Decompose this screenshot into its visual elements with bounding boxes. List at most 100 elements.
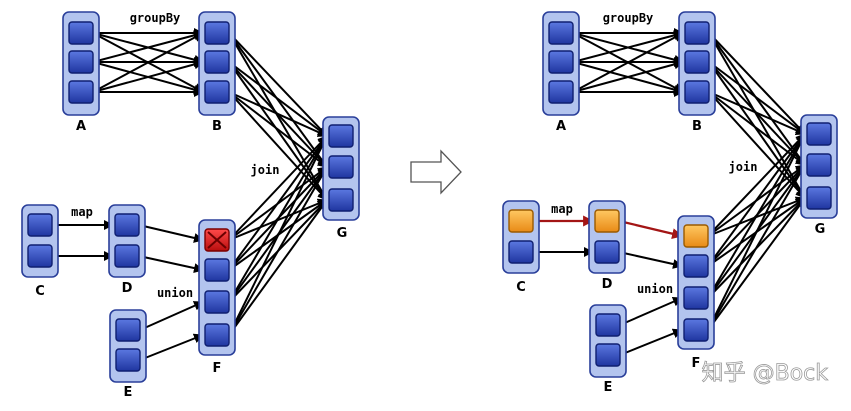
- partition: [683, 318, 709, 342]
- union-edge-e-f-right: [619, 297, 683, 326]
- join-edge-f-g-right: [707, 133, 806, 267]
- groupby-edge-left: [92, 59, 204, 93]
- join-edge-b-g-left: [228, 91, 328, 201]
- join-edge-b-g-left: [228, 61, 328, 201]
- rdd-d-right: [588, 200, 626, 274]
- union-edge-d-f-right: [618, 251, 683, 269]
- nodes-layer: [21, 11, 838, 383]
- union-edge-d-f-left: [138, 255, 204, 273]
- recomputed-partition: [508, 209, 534, 233]
- union-edge-e-f-left: [139, 301, 204, 331]
- partition: [204, 323, 230, 347]
- node-label-b-right: B: [692, 119, 702, 134]
- partition: [548, 21, 574, 45]
- partition: [204, 258, 230, 282]
- partition: [508, 240, 534, 264]
- join-edge-f-g-right: [707, 164, 806, 331]
- node-label-d-left: D: [122, 281, 133, 296]
- partition: [68, 21, 94, 45]
- rdd-f-left: [198, 219, 236, 356]
- partition: [204, 290, 230, 314]
- partition: [328, 155, 354, 179]
- rdd-c-left: [21, 204, 59, 278]
- partition: [68, 50, 94, 74]
- join-edge-b-g-right: [708, 91, 806, 166]
- join-edge-b-g-right: [708, 61, 806, 135]
- groupby-edge-right: [572, 30, 684, 63]
- partition: [68, 80, 94, 104]
- partition: [115, 318, 141, 342]
- watermark: 知乎 @Bock: [702, 361, 829, 386]
- node-label-c-right: C: [516, 280, 526, 295]
- join-edge-f-g-right: [707, 133, 806, 237]
- join-edge-b-g-left: [228, 32, 328, 137]
- partition: [115, 348, 141, 372]
- node-label-f-left: F: [213, 361, 222, 376]
- partition: [27, 213, 53, 237]
- node-label-a-left: A: [76, 119, 86, 134]
- rdd-f-right: [677, 215, 715, 350]
- partition: [806, 122, 832, 146]
- edges-layer: [52, 28, 806, 361]
- map-label-left: map: [71, 205, 93, 219]
- partition: [806, 153, 832, 177]
- groupby-edge-left: [92, 30, 204, 63]
- join-edge-f-g-right: [707, 133, 806, 331]
- partition: [204, 80, 230, 104]
- join-edge-b-g-left: [228, 91, 328, 137]
- rdd-e-left: [109, 309, 147, 383]
- rdd-d-left: [108, 204, 146, 278]
- join-edge-f-g-left: [228, 166, 328, 336]
- join-edge-f-g-right: [707, 197, 806, 331]
- rdd-a-left: [62, 11, 100, 116]
- rdd-e-right: [589, 304, 627, 378]
- node-label-f-right: F: [692, 356, 701, 371]
- union-edge-e-f-left: [139, 333, 204, 361]
- join-edge-b-g-right: [708, 32, 806, 135]
- union-label-left: union: [157, 286, 193, 300]
- node-label-d-right: D: [602, 277, 613, 292]
- partition: [594, 240, 620, 264]
- rdd-a-right: [542, 11, 580, 116]
- join-edge-b-g-left: [228, 32, 328, 201]
- partition: [204, 50, 230, 74]
- partition: [683, 286, 709, 310]
- join-label-left: join: [251, 163, 280, 177]
- partition: [548, 50, 574, 74]
- node-label-e-right: E: [604, 380, 613, 395]
- partition: [683, 254, 709, 278]
- x-cross-icon: [207, 231, 227, 249]
- join-label-right: join: [729, 160, 758, 174]
- join-edge-f-g-left: [228, 135, 328, 271]
- partition: [548, 80, 574, 104]
- rdd-g-right: [800, 114, 838, 219]
- partition: [328, 124, 354, 148]
- rdd-c-right: [502, 200, 540, 274]
- node-label-b-left: B: [212, 119, 222, 134]
- rdd-container: [677, 215, 715, 350]
- partition: [204, 21, 230, 45]
- groupby-label-right: groupBy: [603, 11, 654, 25]
- node-label-c-left: C: [35, 284, 45, 299]
- groupby-edge-right: [572, 59, 684, 93]
- right-arrow-icon: [410, 149, 462, 195]
- recomputed-partition: [683, 224, 709, 248]
- partition: [684, 50, 710, 74]
- map-label-right: map: [551, 202, 573, 216]
- union-edge-e-f-right: [619, 328, 683, 356]
- rdd-b-right: [678, 11, 716, 116]
- groupby-edge-right: [572, 32, 684, 93]
- node-label-g-left: G: [337, 226, 348, 241]
- join-edge-b-g-right: [708, 61, 806, 199]
- partition: [114, 244, 140, 268]
- node-label-e-left: E: [124, 385, 133, 400]
- recomputed-partition: [594, 209, 620, 233]
- join-edge-b-g-right: [708, 91, 806, 135]
- rdd-g-left: [322, 116, 360, 221]
- join-edge-f-g-left: [228, 135, 328, 303]
- rdd-b-left: [198, 11, 236, 116]
- partition: [27, 244, 53, 268]
- join-edge-f-g-left: [228, 135, 328, 336]
- union-label-right: union: [637, 282, 673, 296]
